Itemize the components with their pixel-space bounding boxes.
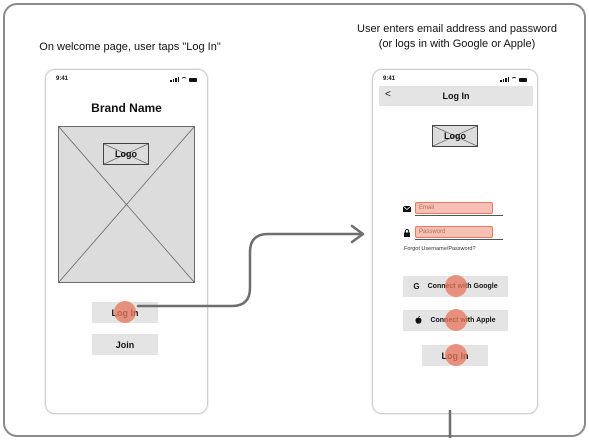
wifi-icon [181, 77, 187, 82]
login-title: Log In [442, 91, 470, 101]
status-icons [170, 77, 197, 82]
mail-icon [403, 205, 411, 212]
battery-icon [189, 78, 197, 82]
tap-indicator-apple [445, 309, 467, 331]
password-input[interactable]: Password [415, 226, 493, 238]
caption-welcome: On welcome page, user taps "Log In" [39, 41, 221, 53]
logo-placeholder: Logo [103, 143, 149, 165]
logo-label: Logo [115, 149, 137, 159]
status-bar: 9:41 [383, 76, 527, 84]
signal-icon [500, 77, 509, 82]
tap-indicator-login [114, 301, 136, 323]
caption-login-line2: (or logs in with Google or Apple) [378, 38, 536, 50]
status-icons [500, 77, 527, 82]
password-underline [415, 239, 503, 240]
login-nav-bar: < Log In [379, 86, 533, 106]
logo-cross-icon [104, 144, 148, 164]
join-button[interactable]: Join [92, 334, 158, 355]
hero-image-placeholder: Logo [58, 126, 195, 283]
apple-logo-shape [415, 315, 422, 324]
diagram-frame: On welcome page, user taps "Log In" User… [3, 3, 586, 437]
login-phone-mockup: 9:41 < Log In Logo Email [372, 69, 538, 414]
lock-icon [404, 229, 410, 237]
email-underline [415, 215, 503, 216]
signal-icon [170, 77, 179, 82]
status-time: 9:41 [383, 76, 396, 82]
welcome-phone-mockup: 9:41 Brand Name Logo Log In Joi [45, 69, 208, 414]
logo-placeholder: Logo [432, 125, 478, 147]
brand-name: Brand Name [91, 101, 162, 115]
forgot-credentials-link[interactable]: Forgot Username/Password? [404, 246, 476, 252]
battery-icon [519, 78, 527, 82]
caption-login: User enters email address and password (… [323, 22, 584, 52]
google-icon: G [413, 282, 420, 291]
logo-cross-icon [433, 126, 477, 146]
wifi-icon [511, 77, 517, 82]
status-time: 9:41 [56, 76, 69, 82]
apple-icon [415, 315, 422, 326]
status-bar: 9:41 [56, 76, 197, 84]
caption-login-line1: User enters email address and password [357, 23, 557, 35]
email-input[interactable]: Email [415, 202, 493, 214]
logo-label: Logo [444, 131, 466, 141]
tap-indicator-login-submit [445, 344, 467, 366]
back-chevron-icon[interactable]: < [385, 89, 391, 100]
tap-indicator-google [445, 275, 467, 297]
